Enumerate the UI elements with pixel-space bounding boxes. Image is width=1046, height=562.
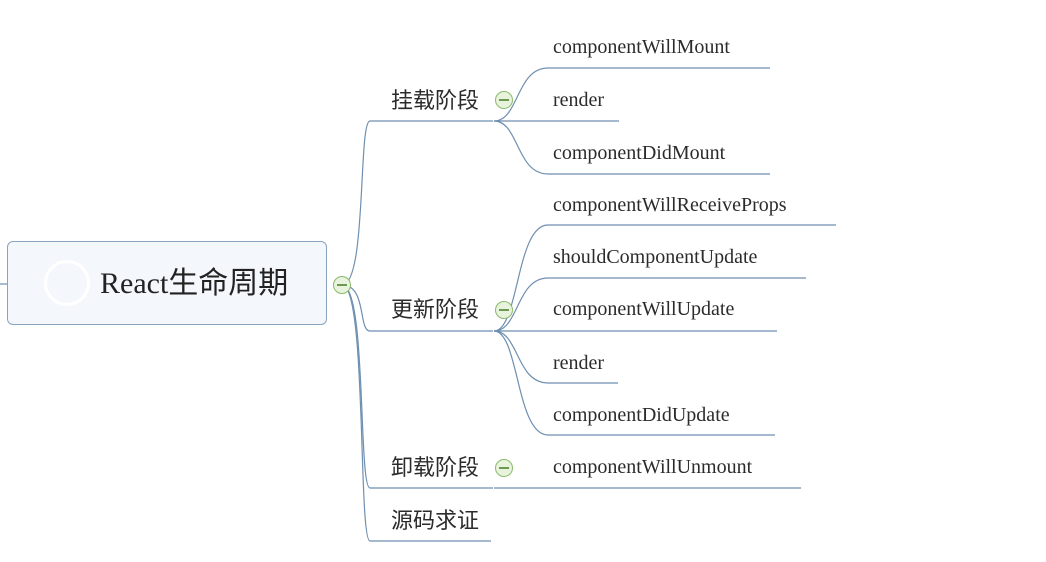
branch-update-collapse-toggle[interactable] [495,301,513,319]
branch-unmount-collapse-toggle[interactable] [495,459,513,477]
leaf-component-did-mount[interactable]: componentDidMount [553,142,726,164]
root-label: React生命周期 [100,267,289,300]
leaf-component-will-unmount[interactable]: componentWillUnmount [553,456,753,478]
branch-label-source[interactable]: 源码求证 [391,508,480,533]
leaf-connector-1-4 [493,330,775,436]
root-collapse-toggle[interactable] [333,276,351,294]
branch-label-update[interactable]: 更新阶段 [391,297,480,322]
leaf-should-component-update[interactable]: shouldComponentUpdate [553,246,758,268]
branch-label-unmount[interactable]: 卸载阶段 [391,455,480,480]
branch-connector-0 [341,120,493,286]
leaf-connector-1-0 [493,224,836,332]
root-node[interactable]: React生命周期 [7,241,327,325]
branch-connector-2 [341,284,493,489]
leaf-connector-1-1 [493,277,806,332]
leaf-component-did-update[interactable]: componentDidUpdate [553,404,730,426]
branch-mount-collapse-toggle[interactable] [495,91,513,109]
branch-label-mount[interactable]: 挂载阶段 [391,88,480,113]
branch-connector-3 [341,284,491,542]
leaf-component-will-receive-props[interactable]: componentWillReceiveProps [553,194,787,216]
leaf-render-update[interactable]: render [553,352,605,374]
leaf-component-will-mount[interactable]: componentWillMount [553,36,730,58]
leaf-connector-0-0 [493,67,770,122]
leaf-render-mount[interactable]: render [553,89,605,111]
leaf-component-will-update[interactable]: componentWillUpdate [553,298,735,320]
leaf-connector-1-3 [493,330,618,384]
leaf-connector-0-2 [493,120,770,175]
circle-icon [44,260,90,306]
